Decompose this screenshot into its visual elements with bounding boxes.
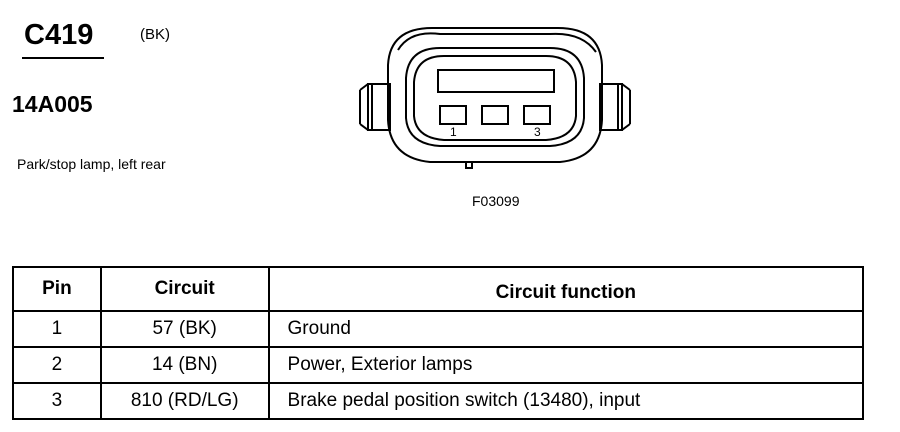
table-row: 1 57 (BK) Ground bbox=[12, 310, 865, 348]
pin-cell: 1 bbox=[12, 310, 102, 348]
connector-face-diagram: 1 3 bbox=[359, 27, 631, 169]
connector-inner-shell bbox=[405, 47, 585, 147]
figure-id: F03099 bbox=[472, 193, 520, 209]
connector-id: C419 bbox=[24, 19, 94, 51]
connector-top-latch bbox=[397, 32, 597, 53]
connector-id-underline bbox=[22, 57, 104, 59]
circuit-cell: 810 (RD/LG) bbox=[99, 382, 270, 420]
column-header-circuit-function: Circuit function bbox=[267, 266, 865, 312]
top-slot bbox=[437, 69, 555, 93]
connector-color: (BK) bbox=[140, 26, 170, 43]
right-latch-tab bbox=[599, 83, 623, 131]
pin-table: Pin Circuit Circuit function 1 57 (BK) G… bbox=[12, 266, 865, 420]
table-row: 2 14 (BN) Power, Exterior lamps bbox=[12, 346, 865, 384]
left-latch-tab bbox=[367, 83, 391, 131]
pin-cell: 3 bbox=[12, 382, 102, 420]
part-number: 14A005 bbox=[12, 91, 93, 117]
column-header-pin: Pin bbox=[12, 266, 102, 312]
pin-cavity-1 bbox=[439, 105, 467, 125]
pin-cavity-3 bbox=[523, 105, 551, 125]
connector-outer-shell bbox=[387, 27, 603, 163]
circuit-cell: 57 (BK) bbox=[99, 310, 270, 348]
connector-inner-lip bbox=[413, 55, 577, 141]
connector-description: Park/stop lamp, left rear bbox=[17, 156, 166, 172]
pin-label-3: 3 bbox=[534, 125, 541, 139]
circuit-function-cell: Ground bbox=[267, 310, 865, 348]
pin-cavity-2 bbox=[481, 105, 509, 125]
pin-label-1: 1 bbox=[450, 125, 457, 139]
circuit-function-cell: Brake pedal position switch (13480), inp… bbox=[267, 382, 865, 420]
table-row: 3 810 (RD/LG) Brake pedal position switc… bbox=[12, 382, 865, 420]
bottom-key bbox=[465, 162, 473, 169]
circuit-cell: 14 (BN) bbox=[99, 346, 270, 384]
circuit-function-cell: Power, Exterior lamps bbox=[267, 346, 865, 384]
pin-cell: 2 bbox=[12, 346, 102, 384]
table-header-row: Pin Circuit Circuit function bbox=[12, 266, 865, 312]
column-header-circuit: Circuit bbox=[99, 266, 270, 312]
